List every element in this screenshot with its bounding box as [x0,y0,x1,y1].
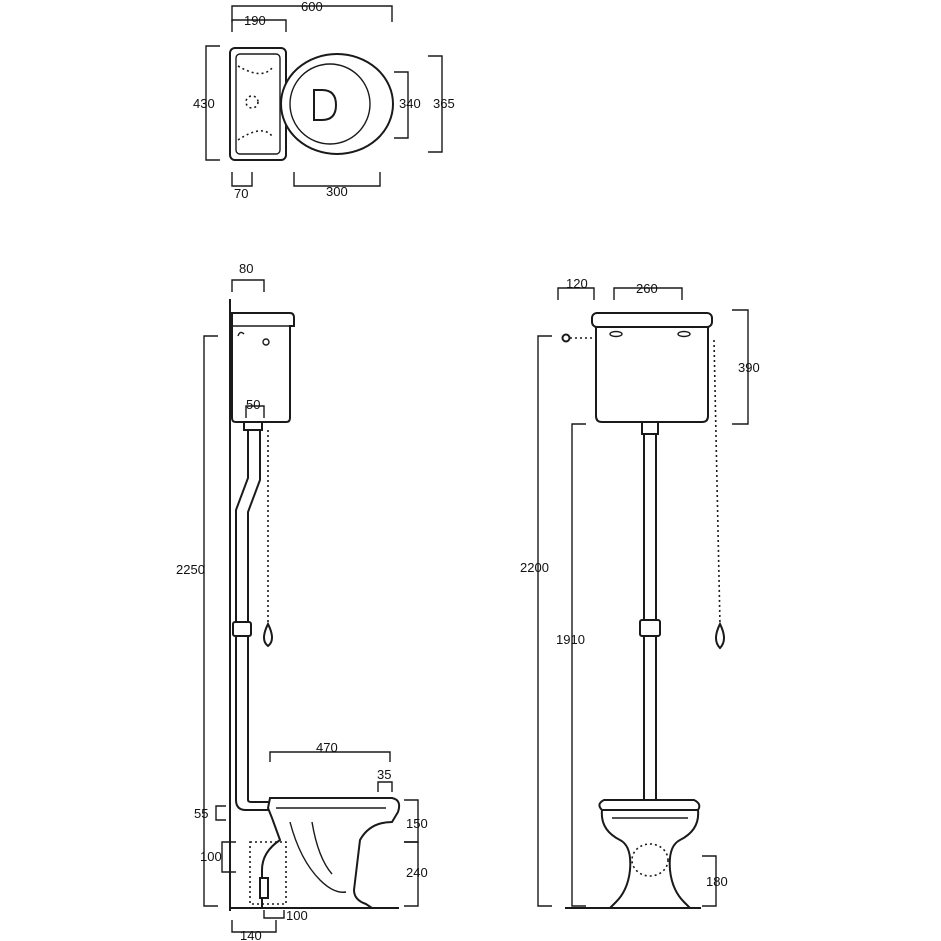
dim-470: 470 [269,740,391,762]
pan-front [598,799,701,909]
dim-50-label: 50 [246,397,260,412]
dim-2250-label: 2250 [176,562,205,577]
dim-300-label: 300 [326,184,348,199]
dim-260-label: 260 [636,281,658,296]
dim-240-label: 240 [406,865,428,880]
dim-190-label: 190 [244,13,266,28]
dim-80-label: 80 [239,261,253,276]
pull-chain-front [713,339,725,650]
dim-80: 80 [231,261,265,292]
dim-390: 390 [732,309,760,425]
pull-chain-side [263,430,273,648]
dim-50: 50 [245,397,265,418]
dim-2250: 2250 [176,335,218,907]
dim-140-label: 140 [240,928,262,941]
dim-180-label: 180 [706,874,728,889]
dim-35: 35 [377,767,393,792]
dim-1910-label: 1910 [556,632,585,647]
dim-340-label: 340 [399,96,421,111]
dim-55-label: 55 [194,806,208,821]
dim-365-label: 365 [433,96,455,111]
flush-pipe-front [639,421,661,801]
dim-2200: 2200 [520,335,552,907]
dim-2200-label: 2200 [520,560,549,575]
dim-180: 180 [702,855,728,907]
side-view: 80 50 2250 [176,261,428,941]
dim-120-label: 120 [566,276,588,291]
dim-100-vertical: 100 [200,841,236,873]
dim-430-label: 430 [193,96,215,111]
cistern-top [229,47,287,161]
dim-120: 120 [557,276,595,300]
top-view: 600 190 430 340 [193,0,455,201]
dim-150: 150 [404,799,428,843]
dim-365: 365 [428,55,455,153]
dim-470-label: 470 [316,740,338,755]
cistern-front [561,312,713,423]
dim-100-horizontal-label: 100 [286,908,308,923]
bowl-top [280,53,394,155]
dim-1910: 1910 [556,423,586,907]
dim-150-label: 150 [406,816,428,831]
flush-pipe-side [232,421,271,811]
dim-340: 340 [394,71,421,139]
dim-390-label: 390 [738,360,760,375]
dim-260: 260 [613,281,683,300]
pan-side [249,797,401,909]
dim-55: 55 [194,805,226,821]
dim-70-label: 70 [234,186,248,201]
cistern-side [231,312,295,423]
front-view: 120 260 390 [520,276,760,909]
dim-140: 140 [231,920,277,941]
dim-300: 300 [293,172,381,199]
dim-100-vertical-label: 100 [200,849,222,864]
dim-100-horizontal: 100 [263,908,308,923]
dim-190: 190 [231,13,287,32]
dim-430: 430 [193,45,220,161]
dim-240: 240 [404,841,428,907]
dim-35-label: 35 [377,767,391,782]
dim-70: 70 [231,172,253,201]
dim-600: 600 [231,0,393,22]
dim-600-label: 600 [301,0,323,14]
